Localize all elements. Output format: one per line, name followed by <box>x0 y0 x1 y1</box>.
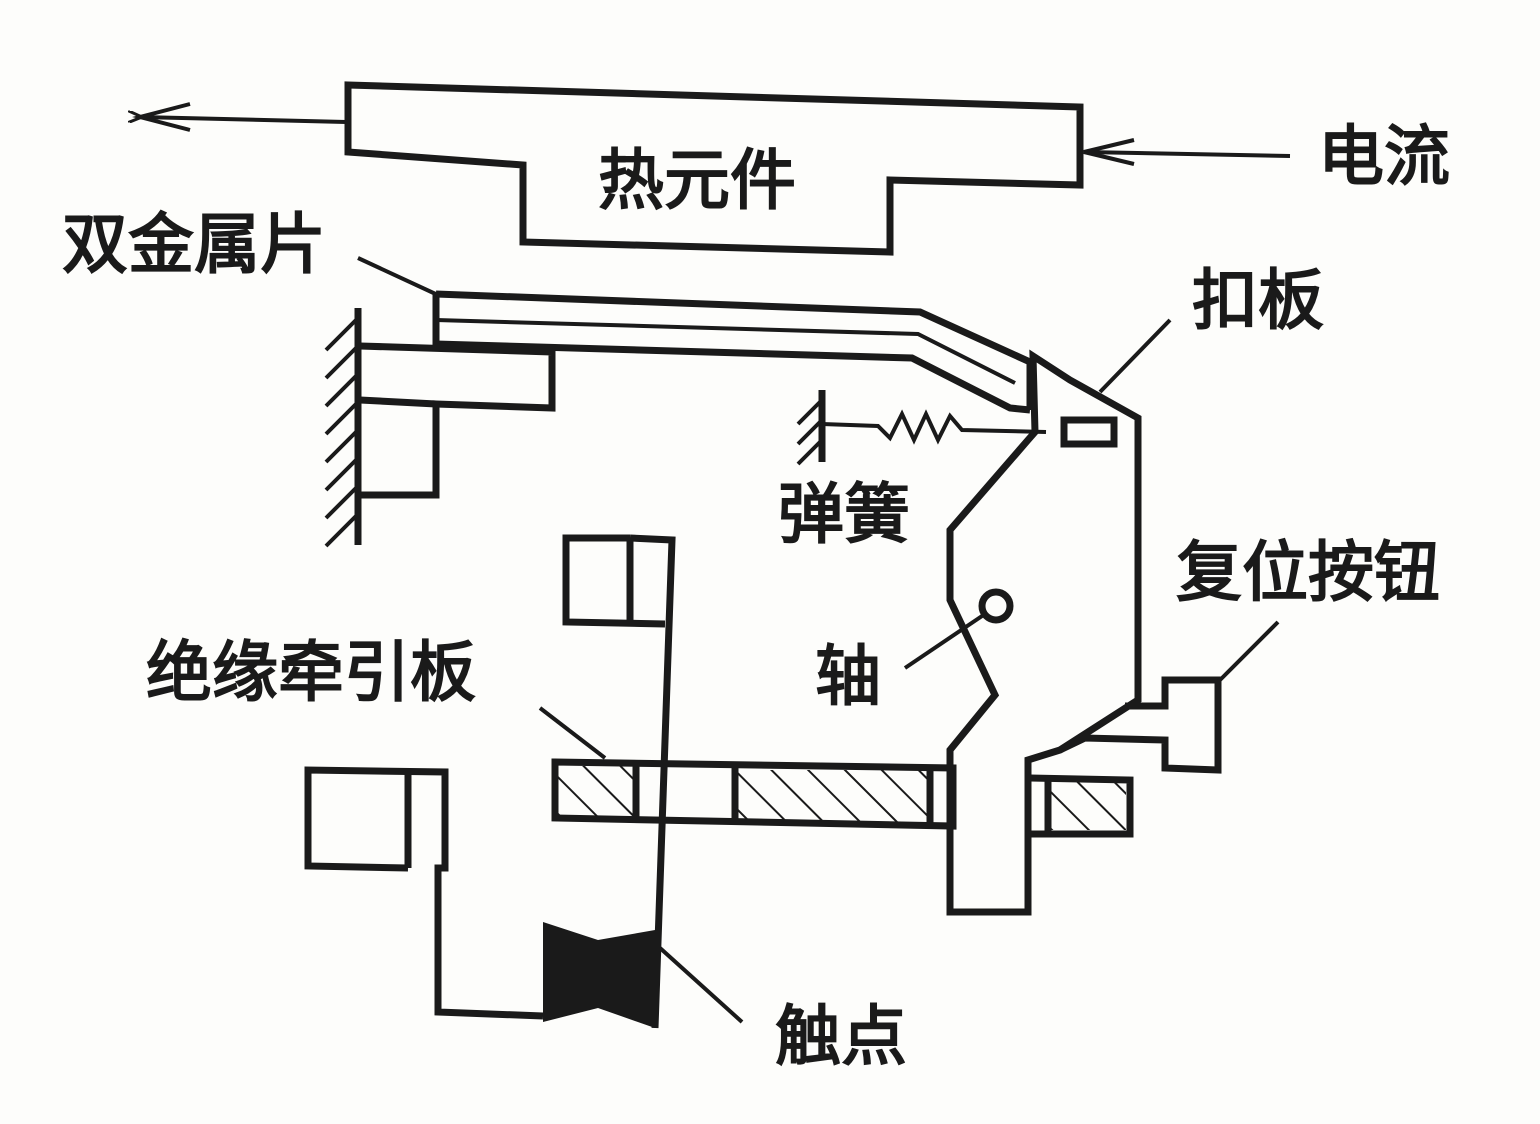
spring-label: 弹簧 <box>778 476 910 553</box>
reset-button-label: 复位按钮 <box>1176 534 1440 611</box>
pull-plate-leader <box>538 706 607 760</box>
current-in-arrowhead <box>1083 138 1135 166</box>
insulated-pull-plate-label: 绝缘牵引板 <box>146 634 476 711</box>
latch-plate-label: 扣板 <box>1192 262 1324 339</box>
reset-leader <box>1216 620 1280 684</box>
upper-contact-block <box>562 534 666 628</box>
current-out-arrowhead <box>132 102 191 132</box>
contact-leader <box>658 946 744 1024</box>
contact-arm <box>629 534 676 1029</box>
heating-element-label: 热元件 <box>598 142 796 219</box>
bimetal-leader <box>357 256 441 298</box>
contact-points <box>543 922 655 1028</box>
heating-element-shape <box>344 81 1084 256</box>
fixed-terminal <box>304 766 544 1020</box>
pull-plate-right <box>1029 774 1134 838</box>
latch-leader <box>1098 318 1172 394</box>
latch-plate <box>946 349 1142 916</box>
current-out-arrow <box>140 117 347 124</box>
spring <box>796 390 1047 466</box>
bimetal-mount <box>359 342 556 499</box>
current-in-arrow <box>1083 150 1291 158</box>
latch-slot <box>1060 416 1118 448</box>
shaft-label: 轴 <box>815 638 881 715</box>
shaft-pivot <box>978 588 1014 624</box>
insulated-pull-plate <box>551 758 957 830</box>
current-label: 电流 <box>1318 118 1450 195</box>
shaft-leader <box>903 612 987 670</box>
bimetal-strip <box>432 290 1034 414</box>
left-wall <box>324 308 362 548</box>
reset-button <box>1058 676 1222 774</box>
contact-label: 触点 <box>775 998 907 1075</box>
bimetal-strip-label: 双金属片 <box>62 206 326 283</box>
mount-divider <box>359 396 437 408</box>
